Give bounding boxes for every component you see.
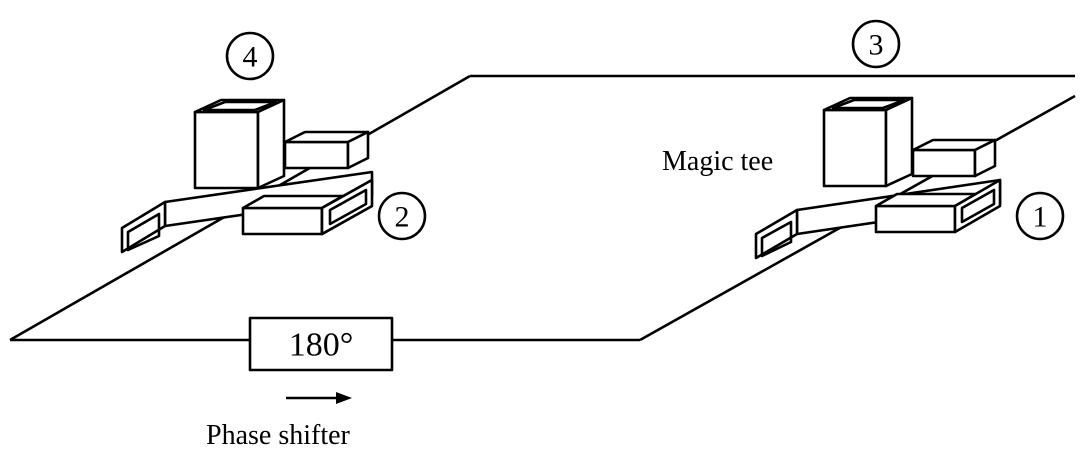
port-3-number: 3 (869, 29, 884, 62)
port-2-number: 2 (395, 201, 410, 234)
port-4-marker: 4 (225, 31, 275, 81)
phase-shifter-label: Phase shifter (206, 420, 351, 451)
left-tee-e-arm (193, 98, 286, 190)
port-4-number: 4 (243, 41, 258, 74)
phase-shifter-box (248, 316, 394, 372)
right-tee-port1-arm (874, 178, 1002, 234)
direction-arrow (286, 392, 352, 404)
left-tee-port2-arm (241, 178, 374, 236)
phase-shifter: 180° (248, 316, 394, 372)
port-3-marker: 3 (851, 19, 901, 69)
port-2-marker: 2 (377, 191, 427, 241)
right-magic-tee (754, 96, 1002, 260)
port-1-marker: 1 (1015, 191, 1065, 241)
left-magic-tee (120, 98, 374, 254)
right-tee-back-arm (911, 138, 997, 178)
port-1-number: 1 (1033, 201, 1048, 234)
magic-tee-label: Magic tee (662, 146, 773, 177)
right-tee-e-arm (822, 96, 914, 188)
left-tee-back-arm (283, 130, 370, 170)
phase-shifter-value: 180° (289, 327, 354, 364)
